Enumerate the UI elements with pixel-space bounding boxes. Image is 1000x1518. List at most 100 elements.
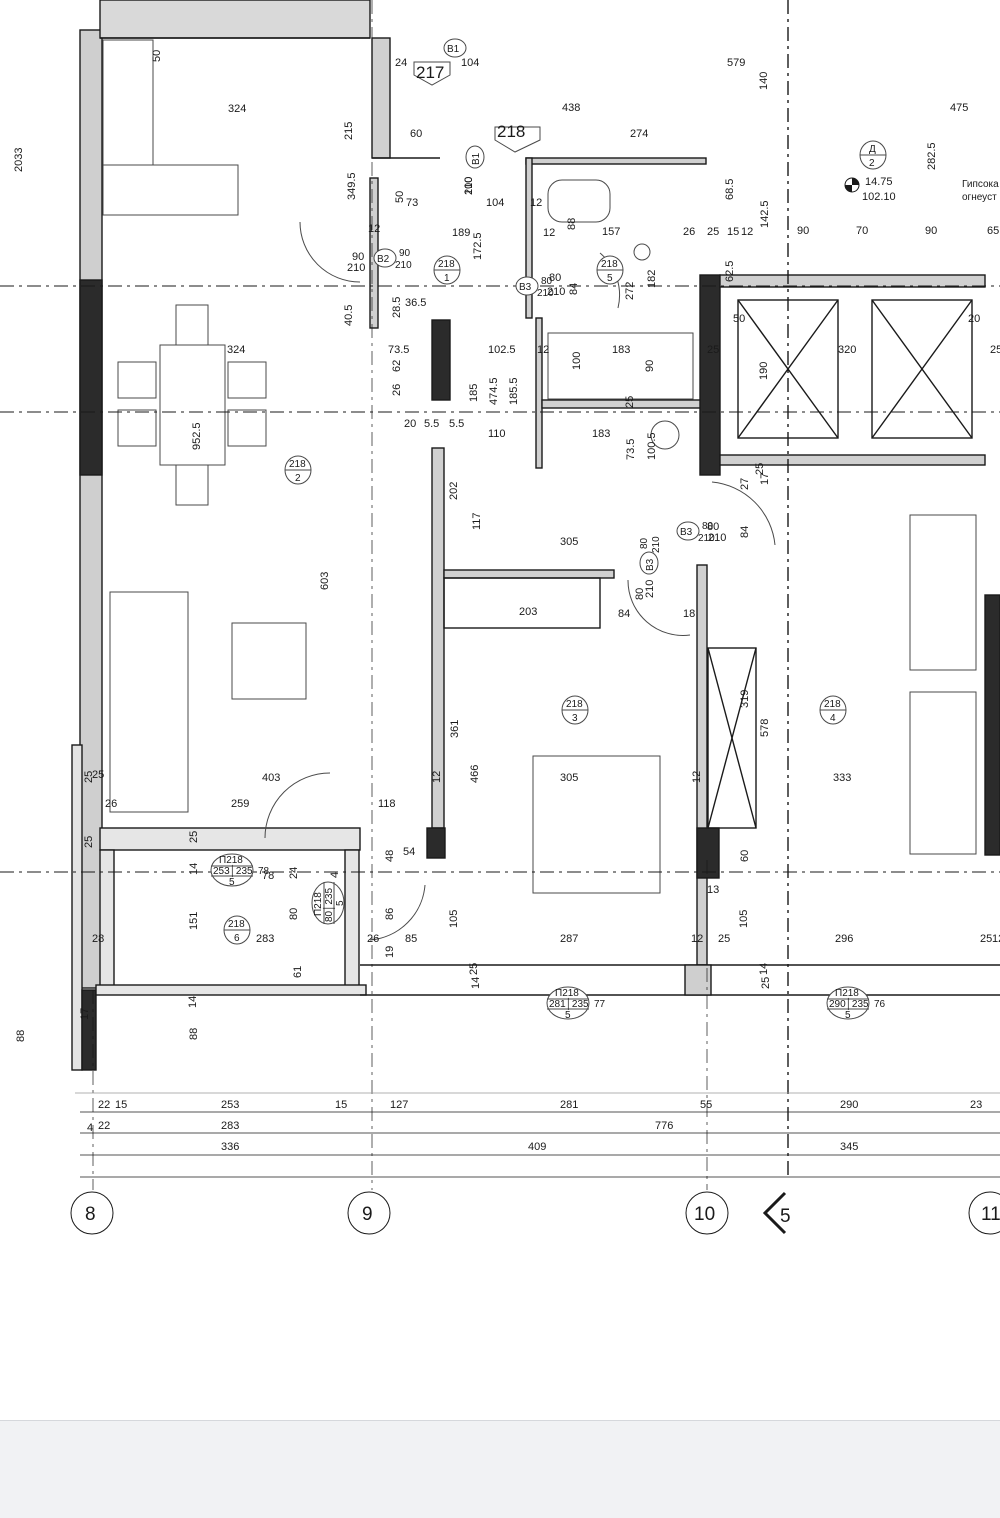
dimension-label: 26 — [683, 226, 695, 238]
dimension-label: 5.5 — [449, 418, 464, 430]
dimension-label: 20 — [404, 418, 416, 430]
dimension-label: 25 — [754, 463, 766, 475]
dimension-label: 25 — [83, 771, 95, 783]
dimension-label: 48 — [384, 850, 396, 862]
dimension-label: 65 — [987, 225, 999, 237]
dimension-chain-2: 283 — [221, 1120, 239, 1132]
dimension-label: 190 — [758, 362, 770, 380]
window-code: П218 — [219, 855, 243, 866]
dimension-label: 62 — [391, 360, 403, 372]
window-size: 281│235 — [549, 997, 589, 1011]
dimension-chain-1: 127 — [390, 1099, 408, 1111]
dimension-label: 361 — [449, 720, 461, 738]
dimension-chain-3: 345 — [840, 1141, 858, 1153]
level-elevation: 14.75 — [865, 176, 893, 188]
dimension-label: 14 — [758, 963, 770, 975]
floor-plan[interactable]: 217 218 8 9 10 11 5 14.75 102.10 Д 2 Гип… — [0, 0, 1000, 1420]
dimension-chain-1: 15 — [335, 1099, 347, 1111]
dimension-label: 17 — [79, 1008, 91, 1020]
dimension-label: 25 — [707, 226, 719, 238]
room-tag-index: 1 — [444, 273, 450, 284]
dimension-label: 50 — [733, 313, 745, 325]
wall-partition — [525, 157, 533, 319]
dimension-label: 215 — [343, 122, 355, 140]
dimension-label: 25 — [707, 344, 719, 356]
door-height: 210 — [537, 288, 554, 299]
wall-partition — [525, 157, 707, 165]
window-count: 5 — [845, 1010, 851, 1021]
dimension-label: 80 — [288, 908, 300, 920]
level-absolute: 102.10 — [862, 191, 896, 203]
room-tag-index: 3 — [572, 713, 578, 724]
room-tag-index: 5 — [607, 273, 613, 284]
dimension-label: 26 — [367, 933, 379, 945]
dimension-label: 12 — [368, 223, 380, 235]
kitchen-counter — [102, 39, 154, 166]
viewer-bottom-bar — [0, 1420, 1000, 1518]
dimension-label: 88 — [188, 1028, 200, 1040]
elevator-shaft — [871, 299, 973, 439]
dimension-label: 25 — [980, 933, 992, 945]
dimension-label: 403 — [262, 772, 280, 784]
dimension-label: 210 — [547, 286, 565, 298]
door-code: В3 — [680, 527, 693, 538]
dimension-label: 579 — [727, 57, 745, 69]
bed-right — [909, 514, 977, 671]
wall-partition — [371, 37, 391, 159]
dimension-label: 80 — [549, 272, 561, 284]
dimension-label: 259 — [231, 798, 249, 810]
dimension-chain-1: 281 — [560, 1099, 578, 1111]
room-tag-index: 6 — [234, 933, 240, 944]
dimension-label: 12 — [691, 771, 703, 783]
dimension-label: 202 — [448, 482, 460, 500]
dimension-label: 210 — [347, 262, 365, 274]
dimension-label: 15 — [727, 226, 739, 238]
dimension-label: 28 — [92, 933, 104, 945]
dimension-label: 185 — [468, 384, 480, 402]
side-note-line-1: Гипсока — [962, 179, 999, 190]
dimension-label: 349.5 — [346, 172, 358, 200]
dimension-label: 319 — [739, 690, 751, 708]
dimension-label: 142.5 — [759, 200, 771, 228]
dimension-label: 12 — [992, 933, 1000, 945]
dimension-label: 5.5 — [424, 418, 439, 430]
dimension-label: 12 — [741, 226, 753, 238]
room-tag-number: 218 — [566, 699, 583, 710]
dimension-label: 68.5 — [724, 179, 736, 200]
window-code: П218 — [835, 988, 859, 999]
dimension-label: 12 — [530, 197, 542, 209]
wall-top — [99, 0, 371, 39]
dimension-label: 274 — [630, 128, 648, 140]
door-height: 210 — [651, 536, 662, 553]
dimension-label: 25 — [624, 396, 636, 408]
dimension-label: 185.5 — [508, 377, 520, 405]
dimension-label: 283 — [256, 933, 274, 945]
dimension-label: 73.5 — [625, 439, 637, 460]
dimension-label: 25 — [990, 344, 1000, 356]
window-count: 5 — [335, 900, 346, 906]
dimension-chain-2: 22 — [98, 1120, 110, 1132]
door-height: 210 — [395, 260, 412, 271]
dimension-label: 24 — [288, 867, 300, 879]
dimension-label: 12 — [537, 344, 549, 356]
dimension-label: 305 — [560, 772, 578, 784]
dimension-label: 90 — [644, 360, 656, 372]
axis-bubble-11 — [968, 1191, 1000, 1235]
dimension-label: 117 — [471, 512, 483, 530]
door-code: В1 — [447, 44, 460, 55]
wall-partition — [443, 569, 615, 579]
dimension-label: 28.5 — [391, 297, 403, 318]
dimension-label: 73.5 — [388, 344, 409, 356]
wall-partition — [719, 454, 986, 466]
dimension-chain-1: 23 — [970, 1099, 982, 1111]
dimension-label: 110 — [488, 428, 506, 440]
dimension-chain-2: 4 — [87, 1122, 93, 1134]
